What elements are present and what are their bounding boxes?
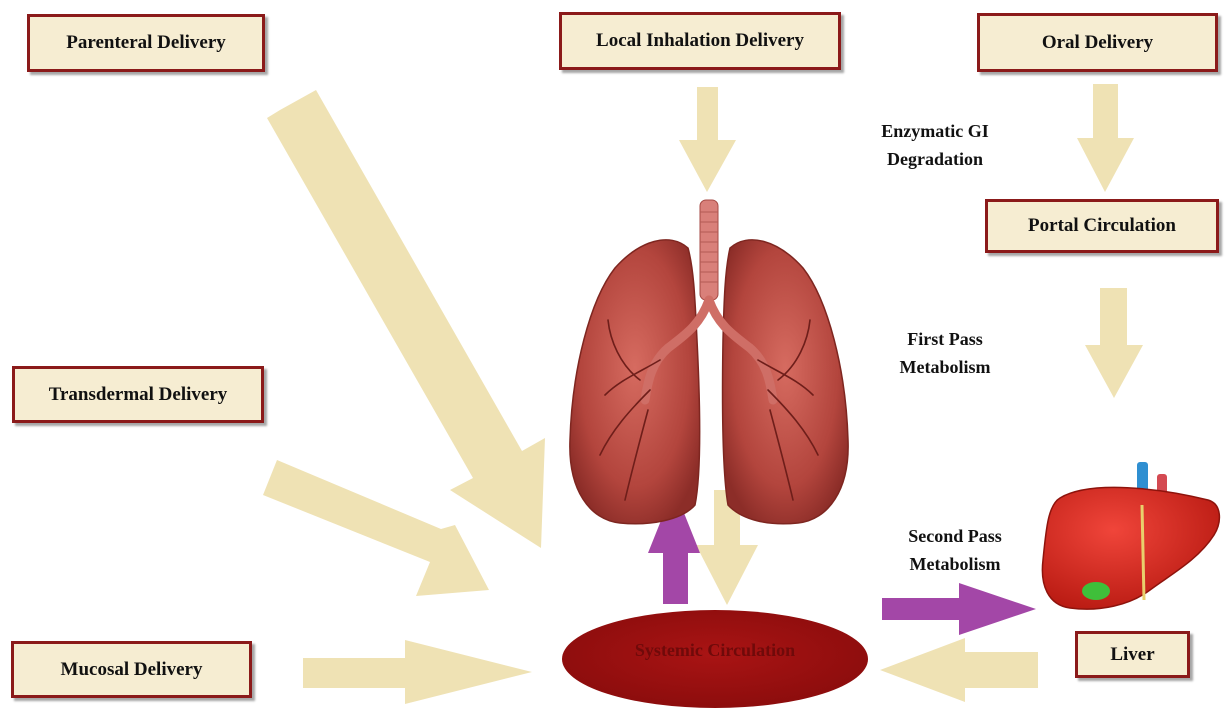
arrow-portal-to-liver bbox=[1085, 288, 1143, 398]
arrow-mucosal-to-systemic bbox=[303, 640, 532, 704]
liver-box: Liver bbox=[1075, 631, 1190, 678]
enzymatic-line-2: Degradation bbox=[850, 145, 1020, 173]
parenteral-delivery-box: Parenteral Delivery bbox=[27, 14, 265, 72]
first-pass-line-1: First Pass bbox=[865, 325, 1025, 353]
mucosal-delivery-box: Mucosal Delivery bbox=[11, 641, 252, 698]
portal-circulation-box: Portal Circulation bbox=[985, 199, 1219, 253]
arrow-systemic-to-liver bbox=[882, 583, 1036, 635]
second-pass-metabolism-label: Second Pass Metabolism bbox=[875, 522, 1035, 578]
liver-icon bbox=[1042, 462, 1219, 609]
arrow-transdermal-to-systemic bbox=[263, 460, 489, 596]
second-pass-line-2: Metabolism bbox=[875, 550, 1035, 578]
second-pass-line-1: Second Pass bbox=[875, 522, 1035, 550]
lungs-icon bbox=[570, 200, 848, 524]
transdermal-delivery-box: Transdermal Delivery bbox=[12, 366, 264, 423]
first-pass-metabolism-label: First Pass Metabolism bbox=[865, 325, 1025, 381]
enzymatic-gi-degradation-label: Enzymatic GI Degradation bbox=[850, 117, 1020, 173]
enzymatic-line-1: Enzymatic GI bbox=[850, 117, 1020, 145]
first-pass-line-2: Metabolism bbox=[865, 353, 1025, 381]
arrow-oral-to-portal bbox=[1077, 84, 1134, 192]
arrow-inhalation-to-lungs bbox=[679, 87, 736, 192]
arrow-liver-to-systemic bbox=[880, 638, 1038, 702]
systemic-circulation-label: Systemic Circulation bbox=[565, 640, 865, 661]
oral-delivery-box: Oral Delivery bbox=[977, 13, 1218, 72]
local-inhalation-delivery-box: Local Inhalation Delivery bbox=[559, 12, 841, 70]
